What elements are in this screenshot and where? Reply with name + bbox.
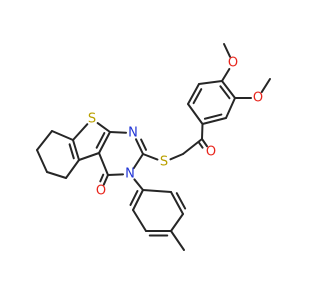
molecule-structure: O O O N S S N O	[36, 43, 271, 251]
bond-T1-T2	[132, 189, 144, 211]
atom-label-layer: O O O N S S N O	[88, 56, 263, 199]
bond-T4-T5	[170, 213, 184, 232]
bond-H2-H3	[36, 149, 48, 173]
bond-A1-Ck	[201, 123, 204, 140]
bond-C7a-C3a	[72, 139, 80, 161]
bond-N_sub-C2	[132, 153, 144, 170]
bond-T4-MeT	[170, 230, 185, 251]
bond-A1-A2	[187, 103, 204, 125]
bond-layer	[36, 43, 271, 251]
bond-T5-T6	[170, 191, 184, 215]
bond-O_me2-Me2	[260, 78, 271, 94]
atom-label-o-me2: O	[253, 91, 263, 106]
atom-label-o-lact: O	[96, 184, 106, 199]
atom-label-s-thio: S	[160, 155, 168, 170]
bond-N_sub-T1	[133, 178, 144, 191]
bond-C4-O_lact	[102, 174, 109, 186]
double-bond-Ck-O_keto	[198, 141, 204, 149]
atom-label-n-ring: N	[128, 126, 138, 141]
bond-H4-C3a	[65, 159, 80, 179]
bond-A5-A6	[225, 97, 236, 119]
bond-C3a-C4a	[78, 152, 100, 161]
atom-label-o-me1: O	[228, 56, 238, 71]
bond-A4-A5	[221, 80, 236, 99]
bond-Ck-O_keto	[201, 138, 209, 148]
double-bond-C2-N_ring	[140, 138, 148, 151]
bond-H3-H4	[46, 171, 67, 179]
bond-N_ring-C8a	[109, 131, 128, 134]
double-bond-C8a-C4a	[95, 132, 106, 149]
bond-T6-T1	[142, 189, 172, 193]
double-bond-C7a-C3a	[68, 143, 75, 160]
double-bond-A2-A3	[192, 88, 203, 105]
bond-A2-A3	[187, 83, 200, 105]
bond-S_ring-C7a	[72, 123, 89, 141]
bond-CH2-S_thio	[169, 153, 184, 161]
bond-C8a-C4a	[98, 131, 111, 154]
bond-H1-H2	[36, 130, 53, 151]
double-bond-C4-O_lact	[99, 173, 105, 183]
atom-label-o-keto: O	[206, 145, 216, 160]
double-bond-T5-T6	[175, 192, 187, 210]
bond-C4a-C4	[98, 152, 109, 176]
bond-O_me1-Me1	[223, 43, 232, 58]
bond-A3-A4	[198, 80, 223, 85]
bond-C7a-H1	[51, 130, 74, 141]
bond-A6-A1	[201, 117, 227, 125]
atom-label-s-ring: S	[88, 112, 96, 127]
bond-C8a-S_ring	[96, 122, 111, 133]
atom-label-n-sub: N	[125, 167, 135, 182]
double-bond-A6-A1	[203, 113, 223, 120]
double-bond-T1-T2	[129, 189, 139, 206]
bond-T2-T3	[132, 209, 147, 232]
bond-C4-N_sub	[107, 173, 125, 176]
double-bond-A4-A5	[219, 85, 231, 100]
bond-C2-N_ring	[135, 138, 144, 155]
bond-A4-O_me1	[221, 67, 231, 82]
bond-S_thio-C2	[142, 153, 159, 161]
bond-Ck-CH2	[182, 138, 203, 155]
